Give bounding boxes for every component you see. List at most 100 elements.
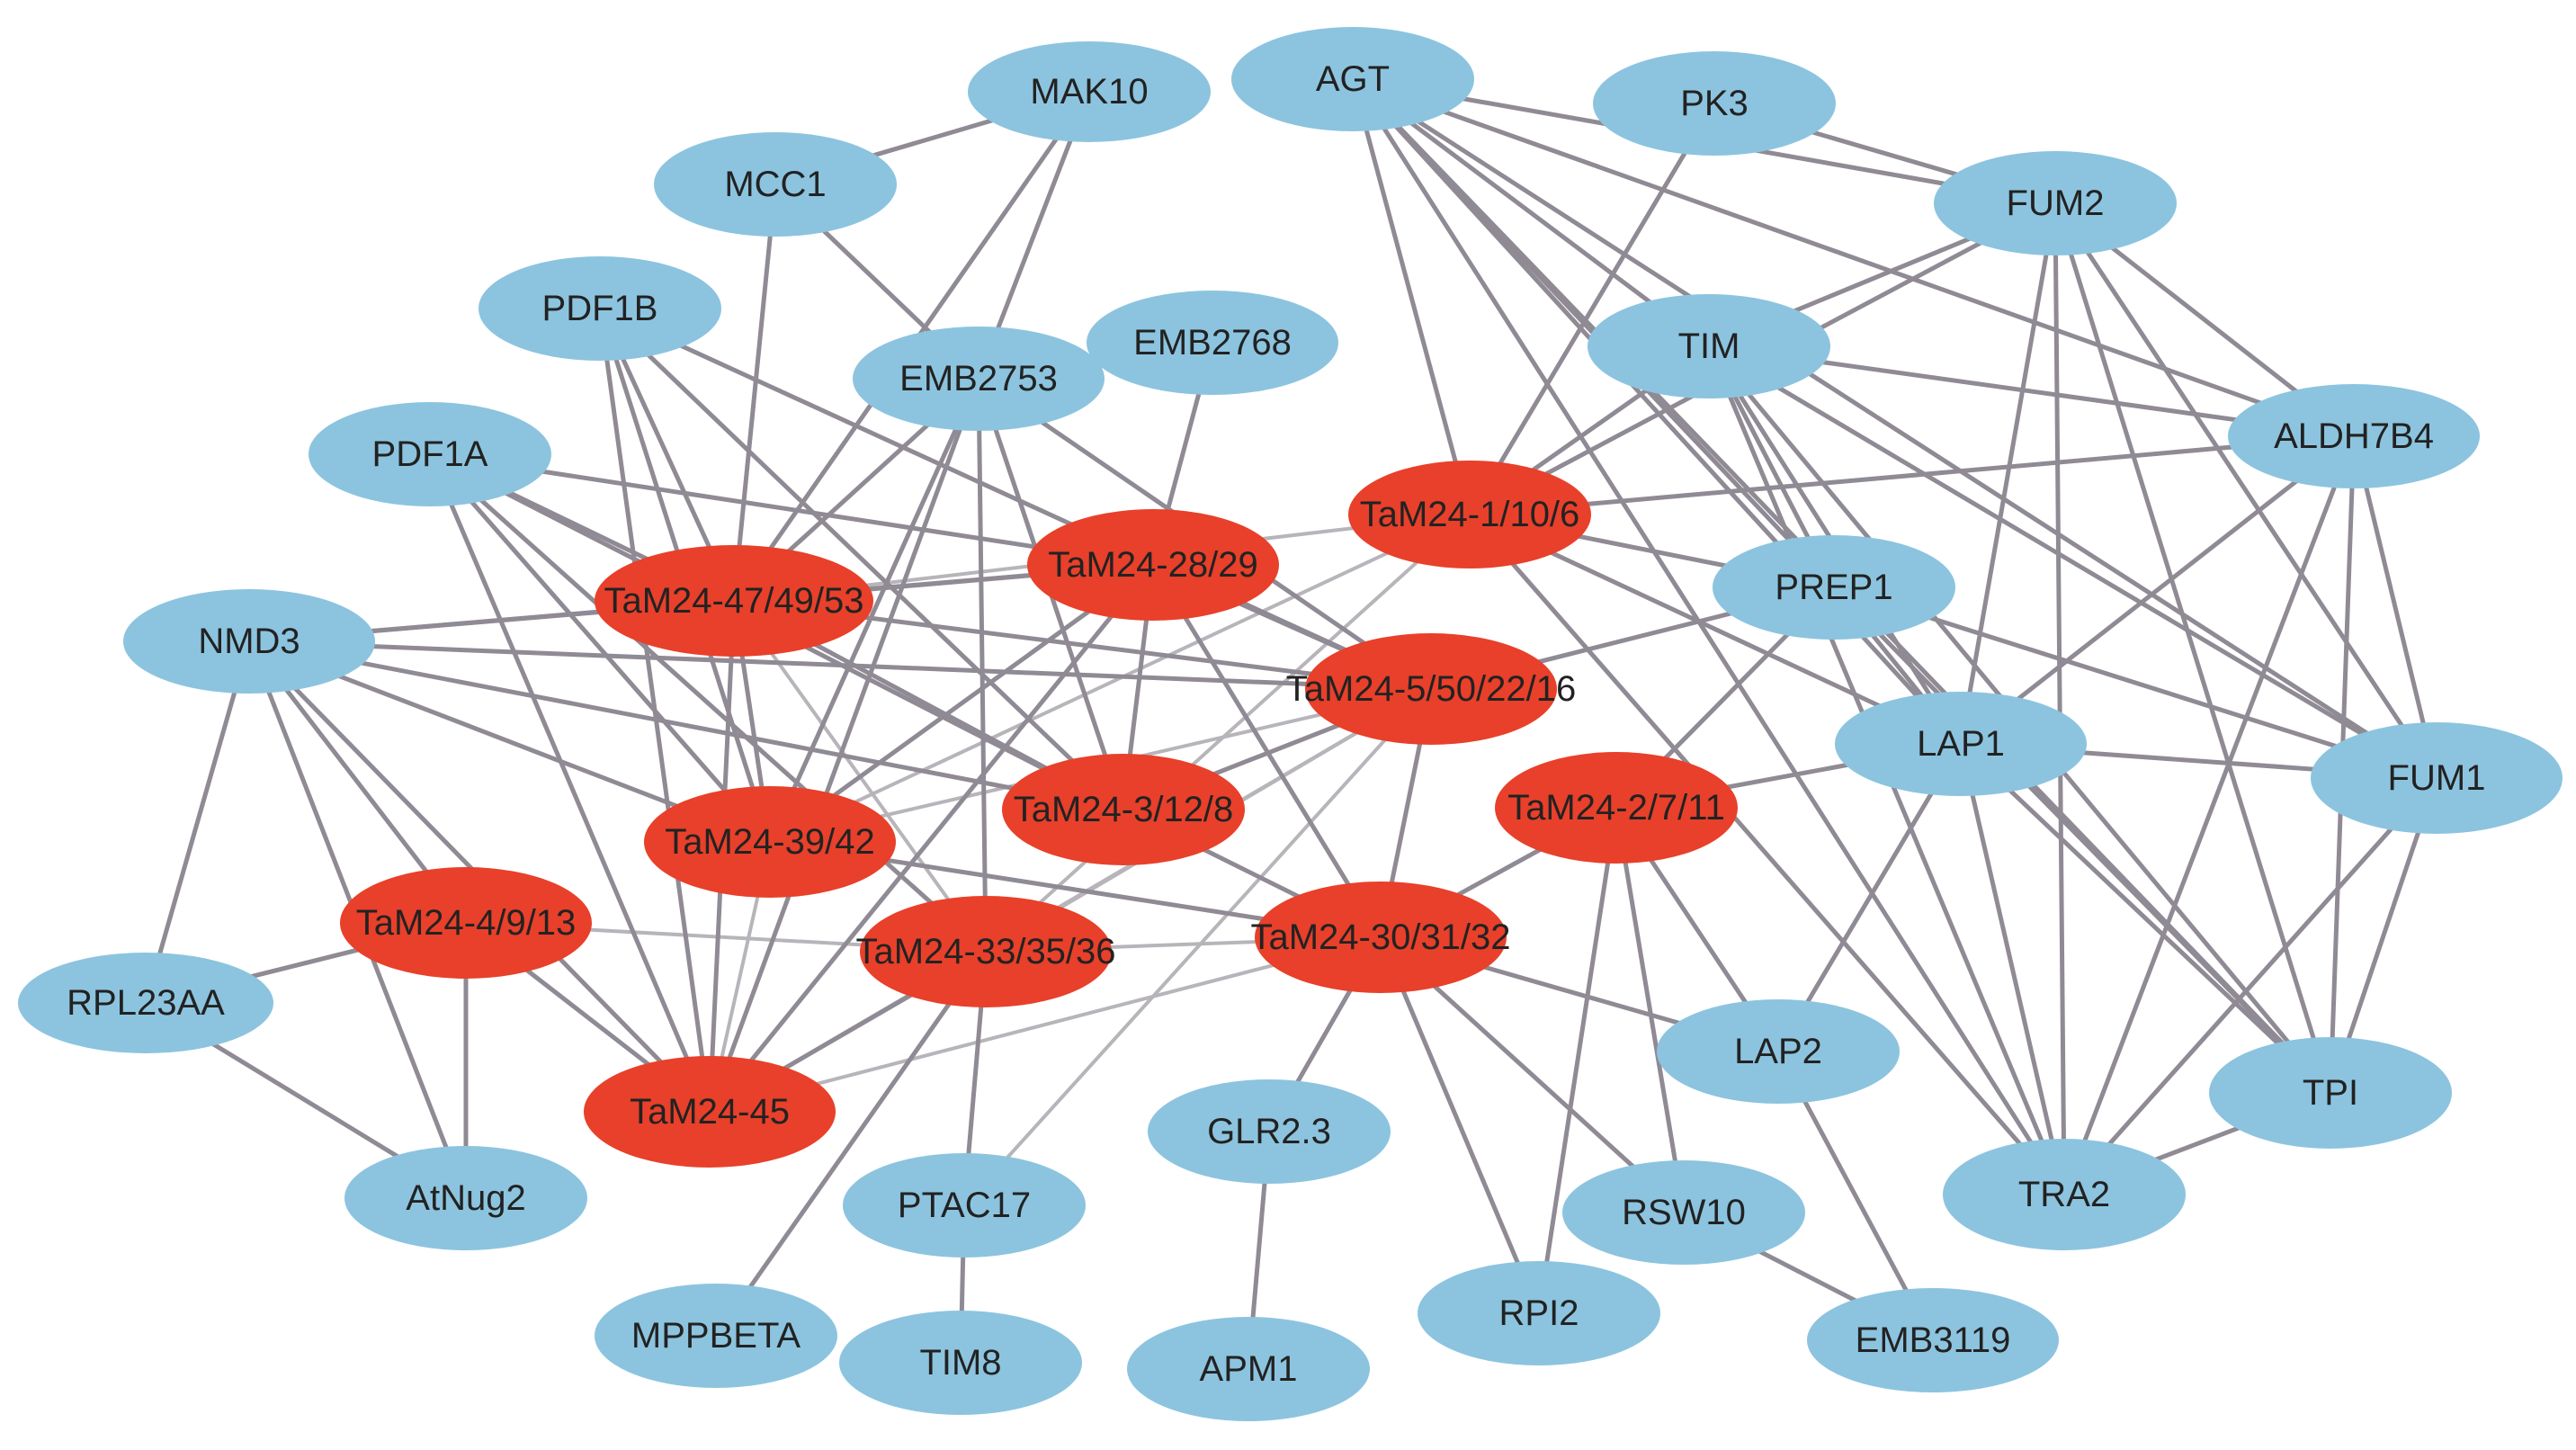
edge-M2-RSW10 [1614,805,1686,1215]
protein-node-fum2[interactable]: FUM2 [1934,151,2177,255]
mirna-node-m39[interactable]: TaM24-39/42 [644,786,896,898]
node-label: TRA2 [2018,1175,2110,1214]
node-ellipse [839,1311,1082,1415]
protein-node-glr23[interactable]: GLR2.3 [1148,1079,1391,1184]
node-label: RPL23AA [67,983,225,1023]
edge-PDF1A-M28 [427,452,1156,568]
node-label: PTAC17 [898,1186,1031,1225]
node-ellipse [1934,151,2177,255]
node-ellipse [1305,633,1557,745]
edge-PDF1B-M3 [597,306,1126,812]
edge-NMD3-M5 [246,639,1434,692]
mirna-node-m33[interactable]: TaM24-33/35/36 [855,896,1116,1007]
protein-node-nmd3[interactable]: NMD3 [123,589,375,694]
node-label: TaM24-1/10/6 [1360,495,1580,534]
node-ellipse [1657,999,1900,1104]
protein-node-emb2753[interactable]: EMB2753 [853,327,1105,431]
protein-node-atnug2[interactable]: AtNug2 [344,1146,587,1250]
edge-NMD3-M3 [246,639,1126,812]
mirna-node-m47[interactable]: TaM24-47/49/53 [595,545,873,657]
node-label: FUM2 [2007,183,2105,223]
mirna-node-m4[interactable]: TaM24-4/9/13 [340,867,592,979]
protein-node-lap2[interactable]: LAP2 [1657,999,1900,1104]
node-ellipse [843,1153,1086,1258]
node-ellipse [1943,1139,2186,1250]
protein-node-fum1[interactable]: FUM1 [2311,722,2563,834]
protein-node-tra2[interactable]: TRA2 [1943,1139,2186,1250]
mirna-node-m45[interactable]: TaM24-45 [584,1056,836,1168]
edge-AGT-TRA2 [1350,76,2067,1197]
protein-node-agt[interactable]: AGT [1231,27,1474,131]
protein-node-pk3[interactable]: PK3 [1593,51,1836,156]
edge-ALDH7B4-TRA2 [2062,434,2357,1197]
mirna-node-m2[interactable]: TaM24-2/7/11 [1495,752,1738,864]
node-ellipse [340,867,592,979]
node-label: MPPBETA [631,1316,801,1356]
node-label: AGT [1316,59,1390,99]
protein-node-mcc1[interactable]: MCC1 [654,132,897,237]
protein-node-emb2768[interactable]: EMB2768 [1087,291,1338,395]
protein-node-tim[interactable]: TIM [1588,294,1830,398]
node-label: TaM24-2/7/11 [1507,788,1725,828]
node-label: EMB2753 [899,359,1058,398]
node-ellipse [1231,27,1474,131]
protein-node-pdf1a[interactable]: PDF1A [309,402,551,506]
edge-MCC1-M47 [731,182,778,604]
edge-FUM2-TRA2 [2053,201,2067,1197]
mirna-node-m1[interactable]: TaM24-1/10/6 [1348,461,1591,568]
node-label: TaM24-28/29 [1048,545,1257,585]
node-ellipse [860,896,1112,1007]
edge-M30-RPI2 [1378,935,1542,1316]
protein-node-rpl23aa[interactable]: RPL23AA [18,953,273,1053]
node-label: APM1 [1200,1349,1298,1389]
mirna-node-m30[interactable]: TaM24-30/31/32 [1250,882,1511,993]
protein-node-rpi2[interactable]: RPI2 [1418,1261,1660,1365]
node-label: LAP2 [1734,1032,1822,1071]
mirna-node-m3[interactable]: TaM24-3/12/8 [1002,754,1245,865]
edge-AGT-M1 [1350,76,1472,517]
node-ellipse [1348,461,1591,568]
light-edge-M5-PTAC17 [962,687,1433,1207]
node-ellipse [654,132,897,237]
node-ellipse [123,589,375,694]
protein-node-tim8[interactable]: TIM8 [839,1311,1082,1415]
node-ellipse [1002,754,1245,865]
node-ellipse [2311,722,2563,834]
protein-node-tpi[interactable]: TPI [2209,1037,2452,1149]
node-label: PDF1B [542,289,658,328]
edge-FUM2-LAP1 [1958,201,2058,747]
node-ellipse [344,1146,587,1250]
edge-EMB2753-M45 [707,376,981,1114]
node-label: FUM1 [2388,758,2486,798]
edge-PK3-M1 [1467,101,1717,517]
node-label: TIM [1678,327,1740,366]
node-label: TaM24-30/31/32 [1250,917,1510,957]
protein-node-apm1[interactable]: APM1 [1127,1317,1370,1421]
edge-EMB2753-M33 [976,376,988,954]
node-label: RSW10 [1622,1193,1746,1232]
protein-node-pdf1b[interactable]: PDF1B [479,256,721,361]
protein-node-prep1[interactable]: PREP1 [1713,535,1955,640]
edge-M1-TRA2 [1467,512,2067,1197]
edge-M2-RPI2 [1536,805,1619,1316]
mirna-node-m5[interactable]: TaM24-5/50/22/16 [1286,633,1576,745]
protein-node-rsw10[interactable]: RSW10 [1562,1160,1805,1265]
protein-node-ptac17[interactable]: PTAC17 [843,1153,1086,1258]
edge-TIM-FUM1 [1706,344,2439,781]
protein-node-mak10[interactable]: MAK10 [968,41,1211,142]
node-label: LAP1 [1917,724,2005,764]
protein-node-aldh7b4[interactable]: ALDH7B4 [2228,384,2480,488]
node-ellipse [1418,1261,1660,1365]
edge-M28-M45 [707,562,1156,1114]
protein-node-lap1[interactable]: LAP1 [1835,692,2087,796]
protein-node-emb3119[interactable]: EMB3119 [1807,1288,2059,1392]
node-ellipse [18,953,273,1053]
protein-node-mppbeta[interactable]: MPPBETA [595,1284,837,1388]
mirna-node-m28[interactable]: TaM24-28/29 [1027,509,1279,621]
node-ellipse [1593,51,1836,156]
node-ellipse [853,327,1105,431]
node-label: TaM24-3/12/8 [1014,790,1234,829]
node-label: GLR2.3 [1207,1112,1331,1151]
node-ellipse [1562,1160,1805,1265]
node-label: TaM24-5/50/22/16 [1286,669,1576,709]
